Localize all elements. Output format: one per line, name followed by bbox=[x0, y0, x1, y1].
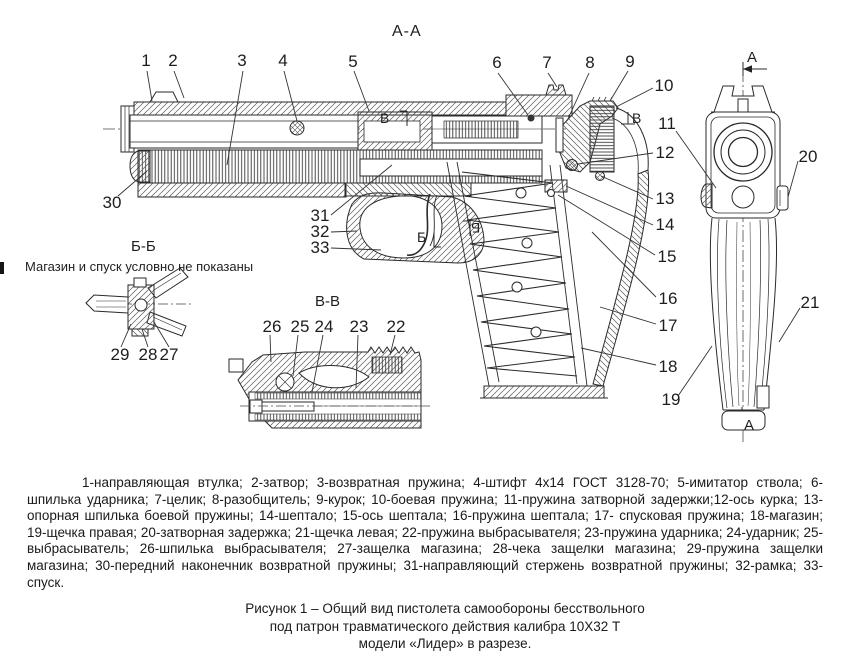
section-mark-v-left: В bbox=[380, 110, 390, 126]
frame-rail bbox=[137, 182, 347, 198]
disconnector bbox=[555, 117, 564, 153]
front-sight bbox=[149, 91, 179, 103]
callout-24: 24 bbox=[314, 317, 334, 336]
vv-extractor-spring bbox=[371, 356, 403, 374]
front-magazine-base bbox=[721, 410, 766, 431]
section-label-aa: А-А bbox=[392, 23, 422, 40]
bb-left-arm bbox=[85, 294, 129, 314]
mainspring-pin bbox=[595, 171, 605, 181]
callout-6: 6 bbox=[492, 53, 502, 72]
vv-extractor-window bbox=[298, 365, 370, 389]
callout-16: 16 bbox=[658, 289, 678, 308]
vv-striker bbox=[261, 401, 315, 412]
main-cutaway-view bbox=[103, 84, 650, 399]
hammer-axis-pin bbox=[566, 159, 578, 171]
callout-1: 1 bbox=[141, 51, 151, 70]
section-label-vv: В-В bbox=[315, 293, 341, 310]
section-mark-b-left: Б bbox=[417, 229, 427, 245]
callout-28: 28 bbox=[138, 345, 158, 364]
sear-axis bbox=[547, 189, 555, 197]
vv-section-view bbox=[228, 346, 430, 429]
callout-31: 31 bbox=[310, 206, 330, 225]
muzzle-bore bbox=[727, 136, 759, 168]
trigger-guard bbox=[346, 192, 485, 264]
callout-22: 22 bbox=[386, 317, 406, 336]
backstrap bbox=[592, 169, 650, 387]
magazine-base bbox=[483, 385, 605, 399]
callout-30: 30 bbox=[102, 193, 122, 212]
section-mark-v-right: В bbox=[632, 110, 642, 126]
callout-12: 12 bbox=[655, 143, 675, 162]
callout-8: 8 bbox=[585, 53, 595, 72]
callout-21: 21 bbox=[800, 293, 820, 312]
callout-7: 7 bbox=[542, 53, 552, 72]
magazine-walls bbox=[446, 161, 588, 387]
scan-artifact bbox=[0, 262, 4, 274]
figure-caption: Рисунок 1 – Общий вид пистолета самообор… bbox=[40, 600, 849, 653]
callout-29: 29 bbox=[110, 345, 130, 364]
caption-line: модели «Лидер» в разрезе. bbox=[358, 636, 532, 651]
callout-14: 14 bbox=[655, 215, 675, 234]
front-view bbox=[700, 62, 789, 444]
trigger bbox=[406, 193, 431, 256]
callout-23: 23 bbox=[349, 317, 369, 336]
section-tick-b-right bbox=[463, 220, 471, 236]
striker-spring bbox=[443, 120, 519, 139]
section-tick-v-right bbox=[621, 112, 635, 125]
callout-13: 13 bbox=[655, 189, 675, 208]
striker-retainer-pin bbox=[527, 114, 535, 122]
bb-note: Магазин и спуск условно не показаны bbox=[25, 259, 254, 274]
callout-19: 19 bbox=[661, 390, 681, 409]
caption-line: Рисунок 1 – Общий вид пистолета самообор… bbox=[245, 601, 645, 616]
barrel-imitator bbox=[129, 114, 359, 149]
callout-18: 18 bbox=[658, 357, 678, 376]
callout-9: 9 bbox=[625, 52, 635, 71]
front-grip-outline bbox=[709, 217, 778, 411]
caption-line: под патрон травматического действия кали… bbox=[269, 618, 621, 634]
section-mark-a-top: А bbox=[747, 49, 758, 66]
callout-11: 11 bbox=[658, 114, 676, 133]
callout-20: 20 bbox=[798, 147, 818, 166]
parts-legend: 1-направляющая втулка; 2-затвор; 3-возвр… bbox=[27, 475, 823, 590]
guide-rod-end bbox=[731, 185, 755, 209]
front-latch bbox=[756, 385, 770, 409]
callout-10: 10 bbox=[654, 76, 674, 95]
section-label-bb: Б-Б bbox=[131, 238, 156, 255]
callout-32: 32 bbox=[310, 222, 330, 241]
slide-top bbox=[133, 101, 507, 116]
callout-4: 4 bbox=[278, 51, 288, 70]
rear-sight bbox=[545, 84, 567, 96]
leader-lines bbox=[117, 70, 801, 397]
slide-stop-spring bbox=[700, 183, 713, 209]
section-mark-b-right: Б bbox=[471, 220, 481, 236]
muzzle-outer bbox=[713, 122, 773, 182]
callout-5: 5 bbox=[348, 52, 358, 71]
callout-15: 15 bbox=[657, 247, 677, 266]
barrel-pin bbox=[289, 120, 305, 136]
callout-26: 26 bbox=[262, 317, 282, 336]
recoil-guide-rod bbox=[359, 158, 543, 177]
callout-17: 17 bbox=[658, 316, 678, 335]
magazine-spring bbox=[461, 171, 578, 377]
bb-section-view bbox=[85, 267, 192, 337]
callout-33: 33 bbox=[310, 238, 330, 257]
callout-2: 2 bbox=[168, 51, 178, 70]
slide-stop bbox=[776, 185, 789, 211]
bb-catch-axis bbox=[134, 298, 148, 312]
section-mark-a-bottom: А bbox=[744, 417, 755, 434]
callout-25: 25 bbox=[290, 317, 310, 336]
callout-27: 27 bbox=[159, 345, 179, 364]
section-tick-v-left bbox=[400, 110, 408, 126]
callout-3: 3 bbox=[237, 51, 247, 70]
section-tick-b-left bbox=[433, 232, 441, 248]
